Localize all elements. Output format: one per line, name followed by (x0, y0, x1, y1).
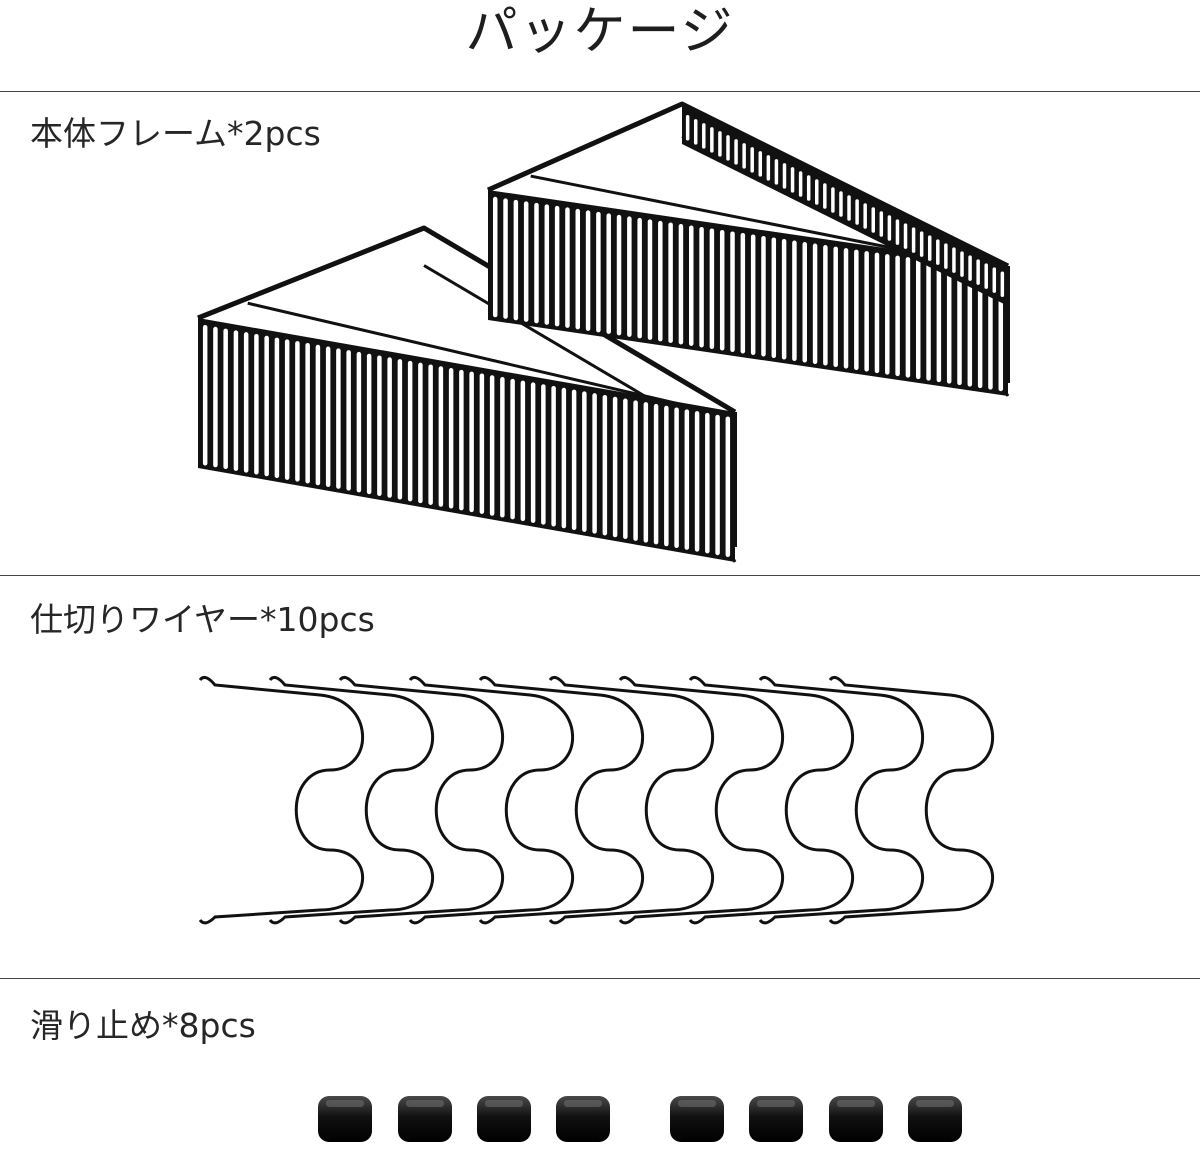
frame-illustration (197, 101, 1010, 563)
divider-wire (198, 675, 365, 925)
divider-wires (0, 978, 1200, 979)
divider-wire (338, 675, 505, 925)
anti-slip-pad (670, 1096, 724, 1142)
pad-group (318, 1096, 962, 1142)
divider-wire (688, 675, 855, 925)
pad-illustration (318, 1096, 962, 1142)
divider-wire (478, 675, 645, 925)
frame-image (486, 101, 1010, 397)
frame-image (197, 225, 737, 563)
divider-top (0, 91, 1200, 92)
divider-wire (758, 675, 925, 925)
section-label-pads: 滑り止め*8pcs (30, 1006, 256, 1045)
anti-slip-pad (829, 1096, 883, 1142)
divider-frames (0, 575, 1200, 576)
wire-group (198, 675, 995, 925)
page-title: パッケージ (465, 2, 735, 62)
divider-wire (828, 675, 995, 925)
section-label-frames: 本体フレーム*2pcs (30, 114, 321, 153)
anti-slip-pad (749, 1096, 803, 1142)
divider-wire (548, 675, 715, 925)
anti-slip-pad (477, 1096, 531, 1142)
anti-slip-pad (318, 1096, 372, 1142)
wire-illustration (198, 675, 995, 925)
section-label-wires: 仕切りワイヤー*10pcs (30, 600, 375, 639)
divider-wire (268, 675, 435, 925)
divider-wire (618, 675, 785, 925)
anti-slip-pad (908, 1096, 962, 1142)
anti-slip-pad (398, 1096, 452, 1142)
anti-slip-pad (556, 1096, 610, 1142)
divider-wire (408, 675, 575, 925)
